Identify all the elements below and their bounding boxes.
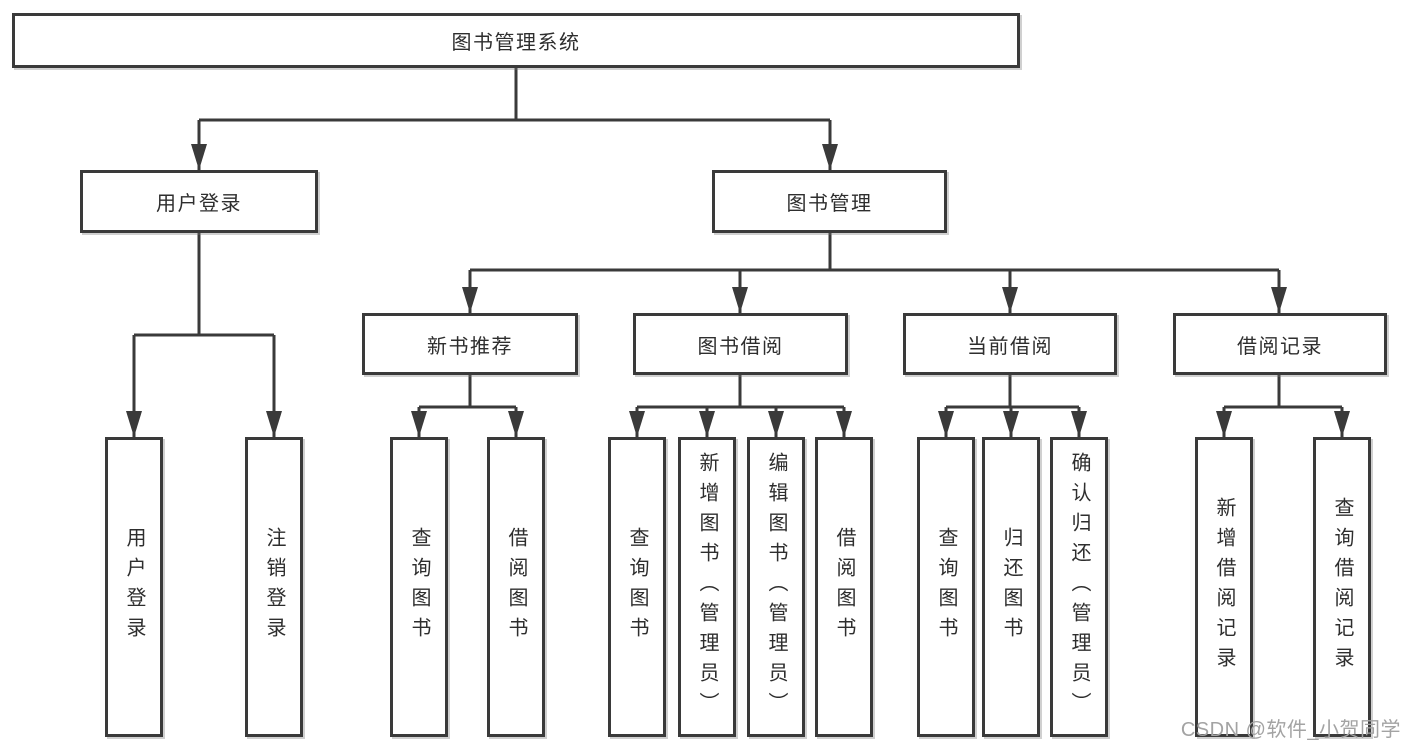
node-book-borrowing: 图书借阅 [633, 313, 848, 375]
leaf-user-login: 用户登录 [105, 437, 163, 737]
leaf-query-books-current: 查询图书 [917, 437, 975, 737]
node-library-management-system: 图书管理系统 [12, 13, 1020, 68]
leaf-return-books: 归还图书 [982, 437, 1040, 737]
node-label: 注销登录 [263, 527, 285, 647]
leaf-add-books-admin: 新增图书（管理员） [678, 437, 736, 737]
leaf-edit-books-admin: 编辑图书（管理员） [747, 437, 805, 737]
node-label: 用户登录 [123, 527, 145, 647]
leaf-confirm-return-admin: 确认归还（管理员） [1050, 437, 1108, 737]
csdn-watermark: CSDN @软件_小贺同学 [1180, 719, 1401, 741]
node-label: 查询图书 [626, 527, 648, 647]
node-new-book-recommendation: 新书推荐 [362, 313, 578, 375]
node-label: 归还图书 [1000, 527, 1022, 647]
leaf-query-borrow-record: 查询借阅记录 [1313, 437, 1371, 737]
node-label: 借阅图书 [505, 527, 527, 647]
node-label: 当前借阅 [967, 335, 1053, 358]
node-label: 新增图书（管理员） [696, 452, 718, 722]
node-label: 图书管理 [786, 193, 873, 215]
leaf-query-books-recommendation: 查询图书 [390, 437, 448, 737]
node-label: 确认归还（管理员） [1068, 452, 1090, 722]
node-label: 用户登录 [156, 193, 242, 215]
node-book-management: 图书管理 [712, 170, 947, 233]
node-borrowing-records: 借阅记录 [1173, 313, 1387, 375]
node-label: 查询借阅记录 [1331, 497, 1353, 677]
node-label: 借阅记录 [1237, 335, 1323, 358]
node-label: 查询图书 [935, 527, 957, 647]
leaf-borrow-books-borrowing: 借阅图书 [815, 437, 873, 737]
leaf-add-borrow-record: 新增借阅记录 [1195, 437, 1253, 737]
leaf-borrow-books-recommendation: 借阅图书 [487, 437, 545, 737]
node-user-login: 用户登录 [80, 170, 318, 233]
node-label: 图书借阅 [697, 335, 784, 358]
leaf-logout: 注销登录 [245, 437, 303, 737]
node-label: 编辑图书（管理员） [765, 452, 787, 722]
node-label: 借阅图书 [833, 527, 855, 647]
node-label: 新增借阅记录 [1213, 497, 1235, 677]
node-label: 图书管理系统 [451, 32, 581, 54]
leaf-query-books-borrowing: 查询图书 [608, 437, 666, 737]
node-label: 新书推荐 [427, 335, 513, 358]
node-current-borrowing: 当前借阅 [903, 313, 1117, 375]
node-label: 查询图书 [408, 527, 430, 647]
